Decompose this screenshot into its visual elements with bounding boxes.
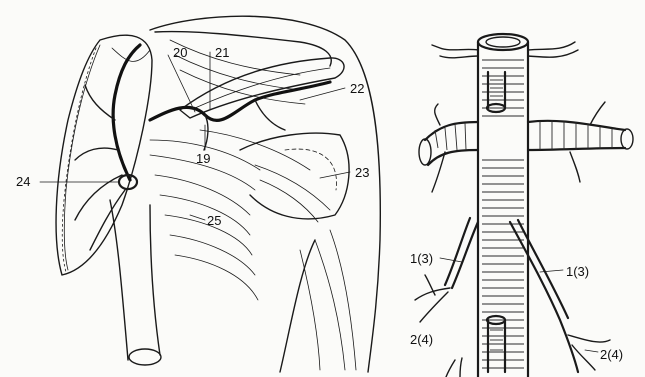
branch-1-3-right xyxy=(510,222,578,372)
label-23: 23 xyxy=(355,166,369,179)
label-22: 22 xyxy=(350,82,364,95)
label-24: 24 xyxy=(16,175,30,188)
label-21: 21 xyxy=(215,46,229,59)
leader-22 xyxy=(300,88,345,100)
branch-left-upper xyxy=(425,122,478,140)
label-19: 19 xyxy=(196,152,210,165)
leader-20 xyxy=(168,55,195,112)
leader-25 xyxy=(190,215,205,220)
cut-strip xyxy=(180,58,344,118)
leader-23 xyxy=(320,172,350,178)
upper-arm-outline xyxy=(280,240,315,372)
leader-2-4-right xyxy=(585,350,598,352)
label-1-3-right: 1(3) xyxy=(566,265,589,278)
label-25: 25 xyxy=(207,214,221,227)
vessel-upper xyxy=(150,82,330,120)
label-2-4-right: 2(4) xyxy=(600,348,623,361)
label-1-3-left: 1(3) xyxy=(410,252,433,265)
leader-1-3-left xyxy=(440,258,462,262)
label-2-4-left: 2(4) xyxy=(410,333,433,346)
branch-right-upper xyxy=(528,121,625,130)
label-20: 20 xyxy=(173,46,187,59)
region-23 xyxy=(240,133,349,219)
